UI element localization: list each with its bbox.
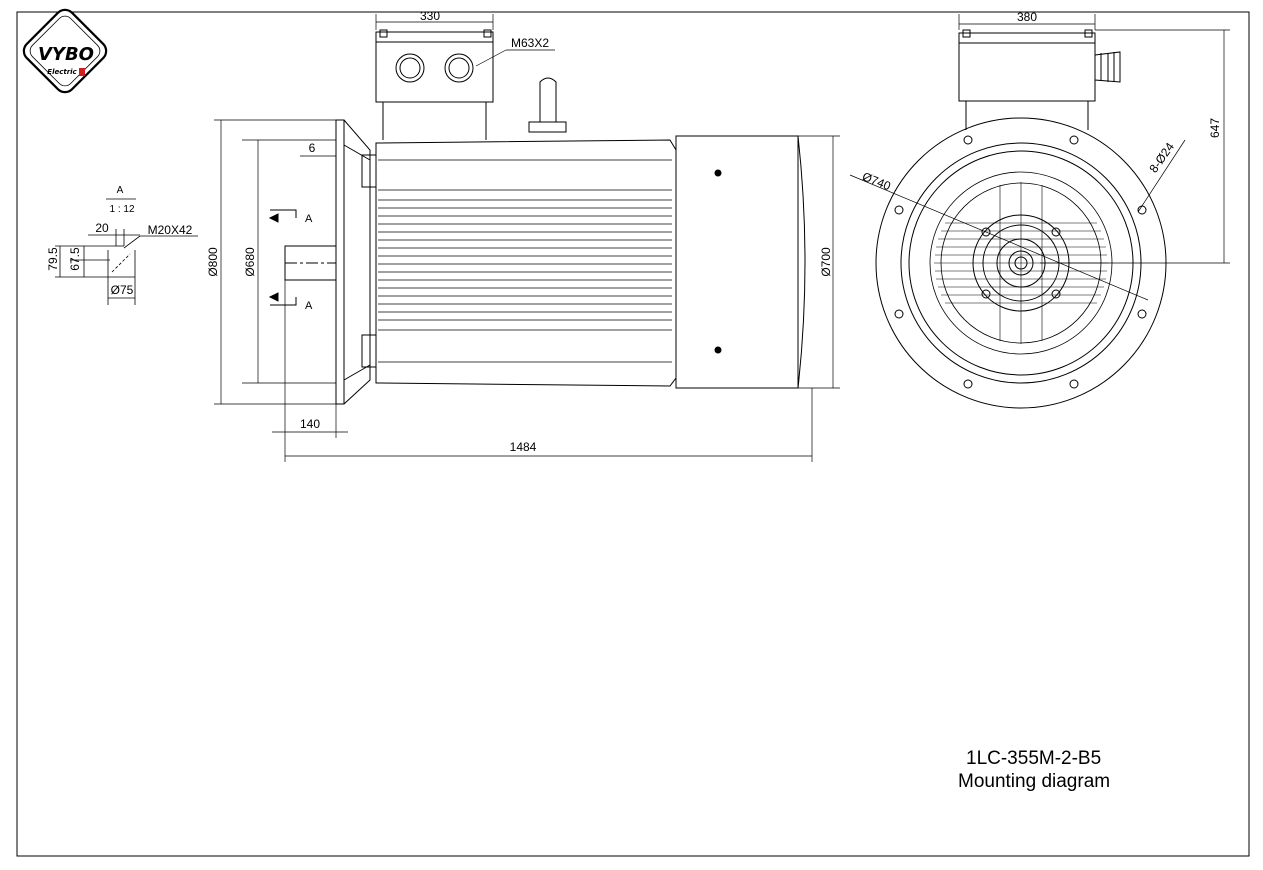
diagram-caption: Mounting diagram	[958, 771, 1110, 792]
key-height-outer: 79.5	[46, 247, 60, 271]
spigot-dia: Ø680	[243, 247, 257, 277]
logo-brand: VYBO	[38, 44, 94, 65]
section-cut-top: A	[305, 213, 313, 225]
shaft-dia: Ø75	[111, 283, 134, 297]
key-height-inner: 67.5	[68, 247, 82, 271]
side-view-dim-text: 330 M63X2 6 Ø800 Ø680 Ø700 140 1484	[206, 9, 833, 454]
flange-od: Ø800	[206, 247, 220, 277]
motor-side-view: A A	[268, 29, 806, 405]
section-label: A	[117, 185, 124, 196]
side-view-dimensions	[214, 14, 840, 462]
end-height: 647	[1208, 118, 1222, 138]
cable-gland: M63X2	[511, 36, 549, 50]
shaft-extension: 140	[300, 417, 320, 431]
model-number: 1LC-355M-2-B5	[966, 748, 1101, 769]
cooling-fins	[378, 159, 672, 363]
overall-length: 1484	[510, 440, 537, 454]
terminal-box-width: 330	[420, 9, 440, 23]
end-box-width: 380	[1017, 10, 1037, 24]
logo-sub: Electric	[47, 68, 77, 76]
section-scale: 1 : 12	[109, 204, 134, 215]
pcd: Ø740	[860, 169, 893, 193]
section-a-detail: A 1 : 12 20 M20X42 79.5 67.5 Ø75	[46, 185, 198, 305]
vybo-logo: VYBO Electric	[22, 8, 108, 94]
flange-thickness: 6	[309, 141, 316, 155]
key-width: 20	[95, 221, 109, 235]
title-block: 1LC-355M-2-B5 Mounting diagram	[958, 748, 1110, 792]
shaft-thread: M20X42	[148, 223, 193, 237]
end-view-dimensions	[849, 14, 1230, 301]
section-cut-bottom: A	[305, 300, 313, 312]
holes-spec: 8-Ø24	[1146, 140, 1177, 176]
drawing-frame	[16, 11, 1250, 857]
motor-body-dia: Ø700	[819, 247, 833, 277]
